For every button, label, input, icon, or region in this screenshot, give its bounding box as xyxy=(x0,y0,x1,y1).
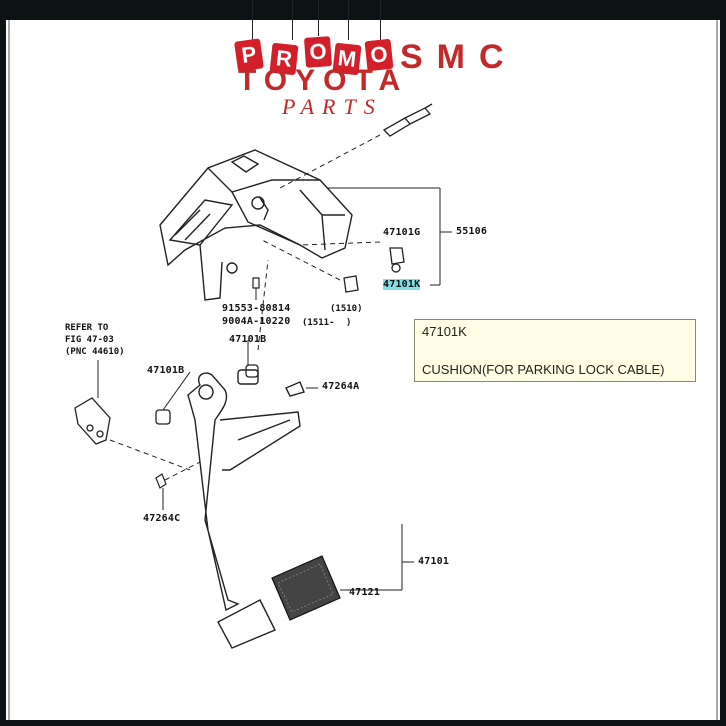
tooltip-part-number: 47101K xyxy=(422,324,467,339)
pedal-arm xyxy=(187,369,305,612)
callout-47101[interactable]: 47101 xyxy=(418,556,450,567)
pedal-pad xyxy=(217,599,276,649)
brand-smc: SMC xyxy=(400,38,518,76)
callout-47101B-left[interactable]: 47101B xyxy=(147,365,185,376)
leader-bolt xyxy=(279,134,381,189)
tooltip-description: CUSHION(FOR PARKING LOCK CABLE) xyxy=(422,362,665,377)
refer-note-line3: (PNC 44610) xyxy=(65,347,125,357)
callout-47264C[interactable]: 47264C xyxy=(143,513,181,524)
note-1511: (1511- xyxy=(302,318,335,328)
refer-note-line2: FIG 47-03 xyxy=(65,335,114,345)
callout-91553[interactable]: 91553-80814 xyxy=(222,303,291,314)
refer-note-line1: REFER TO xyxy=(65,323,109,333)
pedal-rubber xyxy=(271,555,341,621)
callout-47264A[interactable]: 47264A xyxy=(322,381,360,392)
note-close: ) xyxy=(346,318,352,328)
callout-47101G[interactable]: 47101G xyxy=(383,227,421,238)
part-tooltip: 47101K CUSHION(FOR PARKING LOCK CABLE) xyxy=(414,319,696,382)
bolt-top xyxy=(382,103,433,137)
brand-toyota: TOYOTA xyxy=(238,64,409,97)
callout-47101B-upper[interactable]: 47101B xyxy=(229,334,267,345)
switch-part xyxy=(74,397,111,445)
callout-47101K[interactable]: 47101K xyxy=(383,279,421,290)
callout-47121[interactable]: 47121 xyxy=(349,587,381,598)
brand-parts: PARTS xyxy=(282,94,383,119)
note-1510: (1510) xyxy=(330,304,363,314)
callout-9004A[interactable]: 9004A-10220 xyxy=(222,316,291,327)
bracket-assembly xyxy=(159,149,353,301)
callout-55106[interactable]: 55106 xyxy=(456,226,488,237)
